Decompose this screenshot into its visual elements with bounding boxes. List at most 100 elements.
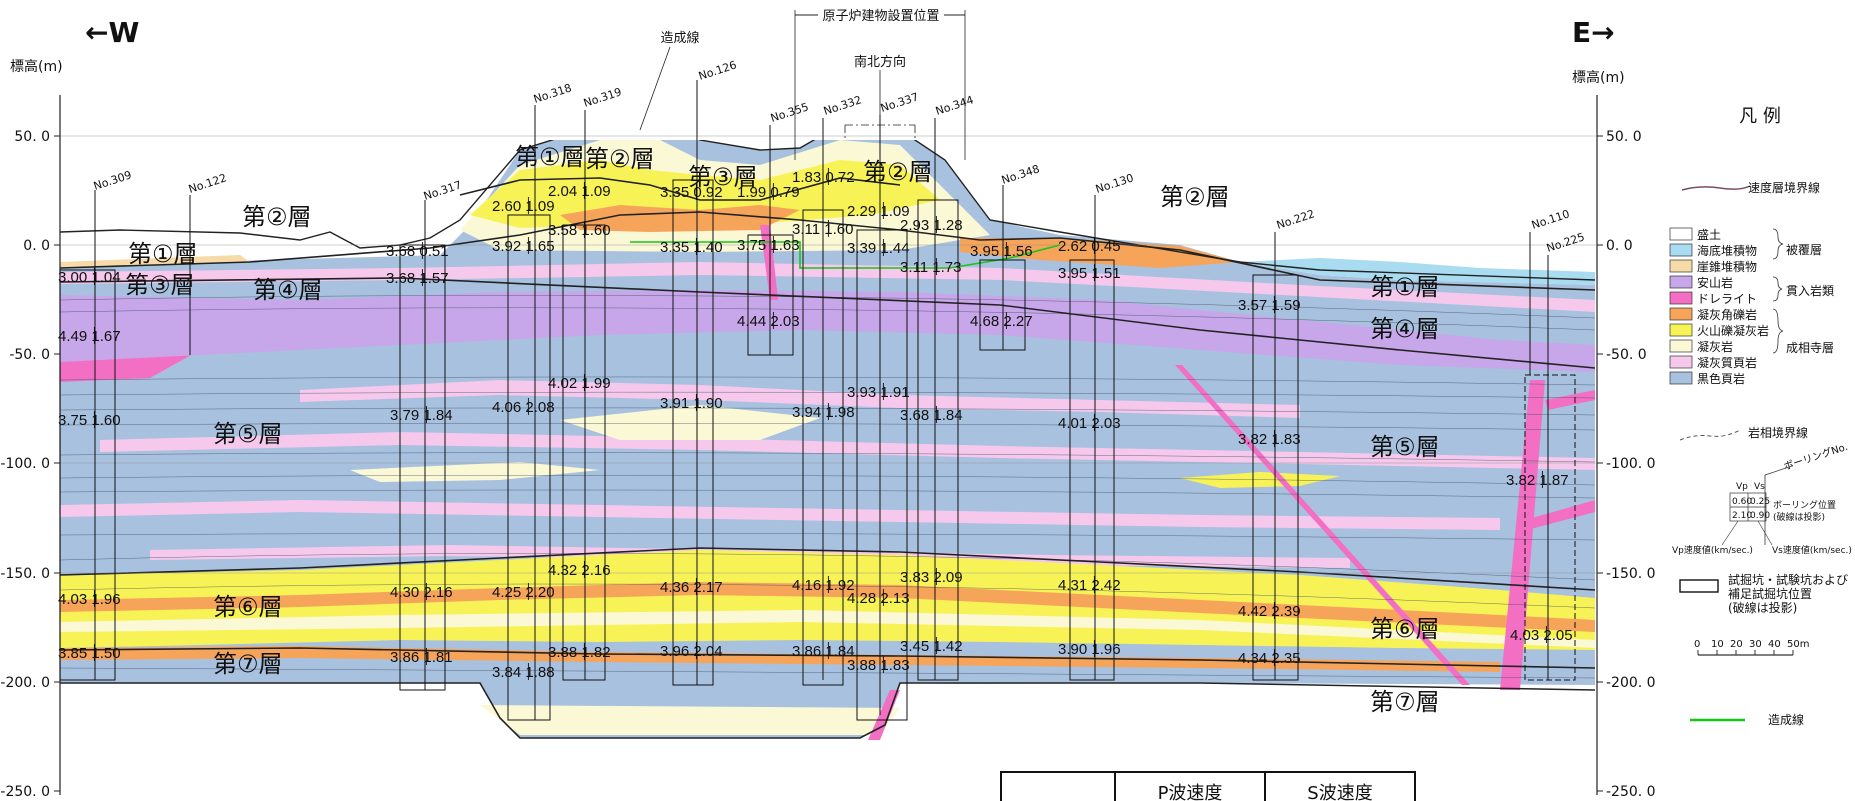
zoseisen-line bbox=[630, 241, 1061, 269]
legend-boring-key: ボーリングNo. Vp Vs 0.60 0.25 2.10 0.90 ボーリング… bbox=[1672, 440, 1852, 556]
velocity-pair: 3.85 1.50 bbox=[58, 645, 121, 662]
layer-label: 第④層 bbox=[1370, 315, 1440, 343]
velocity-pair: 4.01 2.03 bbox=[1058, 415, 1121, 432]
svg-text:Vs: Vs bbox=[1754, 482, 1765, 492]
borehole-122: No.122 bbox=[187, 171, 228, 195]
velocity-pair: 4.49 1.67 bbox=[58, 328, 121, 345]
borehole-309: No.309 bbox=[92, 168, 133, 192]
tick-right-minus100: -100. 0 bbox=[1606, 456, 1656, 472]
zoseisen-label: 造成線 bbox=[660, 30, 699, 46]
velocity-pair: 4.44 2.03 bbox=[737, 313, 800, 330]
layer-label: 第③層 bbox=[125, 271, 195, 299]
borehole-225: No.225 bbox=[1545, 230, 1586, 254]
velocity-table-header: P波速度 S波速度 bbox=[1000, 771, 1416, 801]
layer-label: 第①層 bbox=[128, 240, 198, 268]
velocity-pair: 4.68 2.27 bbox=[970, 313, 1033, 330]
dolerite-dyke-2 bbox=[1500, 380, 1545, 690]
svg-text:0.60: 0.60 bbox=[1732, 497, 1752, 507]
velocity-pair: 3.88 1.83 bbox=[847, 657, 910, 674]
svg-text:Vs速度値(km/sec.): Vs速度値(km/sec.) bbox=[1772, 544, 1852, 556]
svg-text:Vp速度値(km/sec.): Vp速度値(km/sec.) bbox=[1672, 544, 1753, 556]
velocity-pair: 4.03 1.96 bbox=[58, 591, 121, 608]
legend-zoseisen: 造成線 bbox=[1768, 712, 1804, 727]
velocity-pair: 3.11 1.60 bbox=[792, 221, 853, 238]
legend-lithology-boundary: 岩相境界線 bbox=[1748, 425, 1808, 440]
svg-text:30: 30 bbox=[1749, 639, 1762, 650]
velocity-pair: 1.83 0.72 bbox=[792, 169, 855, 186]
layer-label: 第②層 bbox=[1160, 183, 1230, 211]
svg-text:(破線は投影): (破線は投影) bbox=[1773, 511, 1825, 523]
velocity-pair: 3.58 1.60 bbox=[548, 222, 611, 239]
dolerite-dyke-1 bbox=[1175, 365, 1470, 685]
velocity-pair: 3.82 1.83 bbox=[1238, 431, 1301, 448]
legend-item: 凝灰角礫岩 bbox=[1697, 307, 1757, 322]
right-axis: 50. 0 0. 0 -50. 0 -100. 0 -150. 0 -200. … bbox=[1572, 69, 1656, 800]
tick-minus250: -250. 0 bbox=[0, 784, 50, 800]
layer-label: 第②層 bbox=[863, 158, 933, 186]
ground-surface bbox=[60, 140, 1595, 281]
legend-item: 凝灰岩 bbox=[1697, 339, 1733, 354]
velocity-pair: 2.62 0.45 bbox=[1058, 238, 1121, 255]
velocity-pair: 3.68 0.51 bbox=[386, 243, 449, 260]
velocity-pair: 3.68 1.57 bbox=[386, 270, 449, 287]
legend-item: 盛土 bbox=[1697, 227, 1721, 242]
velocity-pair: 2.29 1.09 bbox=[847, 203, 910, 220]
velocity-pair: 3.82 1.87 bbox=[1506, 472, 1569, 489]
borehole-319: No.319 bbox=[582, 85, 623, 109]
velocity-pair: 3.92 1.65 bbox=[492, 238, 555, 255]
velocity-pair: 4.16 1.92 bbox=[792, 577, 855, 594]
velocity-pair: 3.91 1.90 bbox=[660, 395, 723, 412]
velocity-pair: 2.93 1.28 bbox=[900, 217, 963, 234]
east-arrow: E→ bbox=[1572, 16, 1615, 49]
legend-item: 安山岩 bbox=[1697, 275, 1733, 290]
velocity-pair: 3.11 1.73 bbox=[900, 259, 961, 276]
svg-text:Vp: Vp bbox=[1736, 482, 1748, 492]
borehole-318: No.318 bbox=[532, 81, 573, 105]
velocity-pair: 4.42 2.39 bbox=[1238, 603, 1301, 620]
north-south-label: 南北方向 bbox=[854, 54, 906, 70]
velocity-pair: 3.75 1.63 bbox=[737, 237, 800, 254]
velocity-pair: 2.04 1.09 bbox=[548, 183, 611, 200]
layer-label: 第①層 bbox=[515, 143, 585, 171]
velocity-pair: 3.96 2.04 bbox=[660, 643, 723, 660]
layer-label: 第⑥層 bbox=[213, 593, 283, 621]
borehole-348: No.348 bbox=[1000, 162, 1041, 186]
boundary-layer-6 bbox=[60, 547, 1595, 591]
reactor-annotation: 原子炉建物設置位置 南北方向 造成線 bbox=[639, 6, 966, 160]
svg-text:40: 40 bbox=[1768, 639, 1781, 650]
velocity-pair: 4.30 2.16 bbox=[390, 584, 453, 601]
tick-right-0: 0. 0 bbox=[1606, 238, 1633, 254]
svg-text:2.10: 2.10 bbox=[1732, 511, 1752, 521]
axis-title-right: 標高(m) bbox=[1572, 69, 1625, 86]
borehole-337: No.337 bbox=[879, 90, 920, 114]
tick-50: 50. 0 bbox=[14, 129, 50, 145]
velocity-pair: 3.35 1.40 bbox=[660, 239, 723, 256]
legend-item: 火山礫凝灰岩 bbox=[1697, 323, 1769, 338]
velocity-pair: 3.95 1.51 bbox=[1058, 265, 1121, 282]
legend-item: 海底堆積物 bbox=[1697, 243, 1757, 258]
section-body bbox=[60, 140, 1595, 740]
velocity-pair: 3.84 1.88 bbox=[492, 664, 555, 681]
borehole-332: No.332 bbox=[822, 93, 863, 117]
velocity-pair: 3.45 1.42 bbox=[900, 638, 963, 655]
svg-text:10: 10 bbox=[1711, 639, 1724, 650]
tick-0: 0. 0 bbox=[23, 238, 50, 254]
velocity-pair: 4.31 2.42 bbox=[1058, 577, 1121, 594]
borehole-110: No.110 bbox=[1530, 207, 1571, 231]
legend-title: 凡 例 bbox=[1739, 106, 1781, 127]
legend-item: 崖錐堆積物 bbox=[1697, 259, 1757, 274]
svg-text:50m: 50m bbox=[1787, 639, 1809, 650]
layer-label: 第①層 bbox=[1370, 273, 1440, 301]
tick-right-minus50: -50. 0 bbox=[1606, 347, 1647, 363]
axis-title-left: 標高(m) bbox=[10, 58, 63, 75]
velocity-pair: 3.68 1.84 bbox=[900, 407, 963, 424]
velocity-pair: 3.00 1.04 bbox=[58, 269, 121, 286]
layer-label: 第⑥層 bbox=[1370, 615, 1440, 643]
legend-group-jojoji: 成相寺層 bbox=[1786, 341, 1834, 355]
velocity-pair: 4.36 2.17 bbox=[660, 579, 723, 596]
legend-item: 黒色頁岩 bbox=[1697, 371, 1745, 386]
layer-label: 第⑦層 bbox=[1370, 688, 1440, 716]
borehole-130: No.130 bbox=[1094, 171, 1135, 195]
svg-text:ボーリングNo.: ボーリングNo. bbox=[1782, 440, 1849, 473]
left-axis: 50. 0 0. 0 -50. 0 -100. 0 -150. 0 -200. … bbox=[0, 58, 62, 800]
